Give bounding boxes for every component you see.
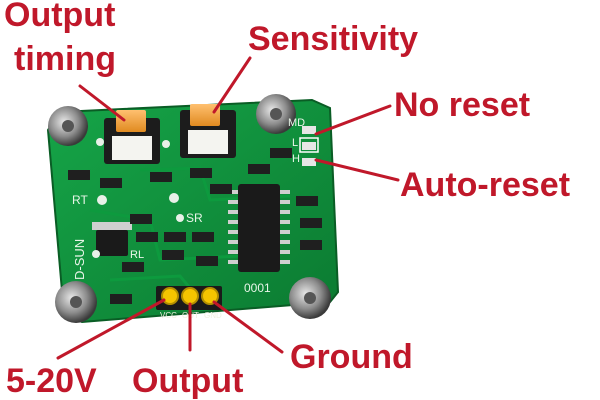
- label-output-timing-line1: Output: [4, 0, 115, 34]
- regulator: [92, 222, 132, 256]
- capacitor-bottom-right: [289, 277, 331, 319]
- pin-gnd: [201, 287, 219, 305]
- silk-md: MD: [288, 117, 305, 129]
- capacitor-bottom-left: [55, 281, 97, 323]
- line-no-reset: [314, 104, 392, 136]
- silk-pin-gnd: GND: [204, 311, 222, 320]
- smd-components: [68, 148, 322, 304]
- line-power: [56, 298, 166, 360]
- ic-chip: [228, 184, 290, 272]
- line-sensitivity: [212, 56, 252, 114]
- pin-vcc: [161, 287, 179, 305]
- label-output-timing-line2: timing: [14, 40, 116, 78]
- silk-code: 0001: [244, 281, 271, 295]
- pin-out: [181, 287, 199, 305]
- label-sensitivity: Sensitivity: [248, 20, 418, 58]
- mode-jumper: [299, 126, 319, 166]
- label-power: 5-20V: [6, 362, 97, 400]
- sensitivity-potentiometer: [180, 104, 236, 158]
- mounting-holes: [92, 138, 184, 258]
- line-auto-reset: [314, 158, 400, 182]
- output-timing-potentiometer: [104, 110, 160, 164]
- header-pins: [156, 286, 222, 310]
- line-ground: [212, 300, 284, 354]
- label-auto-reset: Auto-reset: [400, 166, 570, 204]
- silk-h: H: [292, 153, 300, 165]
- capacitor-top-right: [256, 94, 296, 134]
- silk-rt: RT: [72, 193, 88, 207]
- label-ground: Ground: [290, 338, 413, 376]
- silk-rl: RL: [130, 249, 144, 261]
- silk-pin-vcc: VCC: [160, 311, 177, 320]
- callout-lines: [56, 56, 400, 360]
- label-no-reset: No reset: [394, 86, 530, 124]
- silk-brand: D-SUN: [72, 239, 87, 280]
- capacitor-top-left: [48, 106, 88, 146]
- silk-sr: SR: [186, 211, 203, 225]
- label-output: Output: [132, 362, 243, 400]
- silk-l: L: [292, 137, 298, 149]
- line-output-timing: [78, 84, 126, 122]
